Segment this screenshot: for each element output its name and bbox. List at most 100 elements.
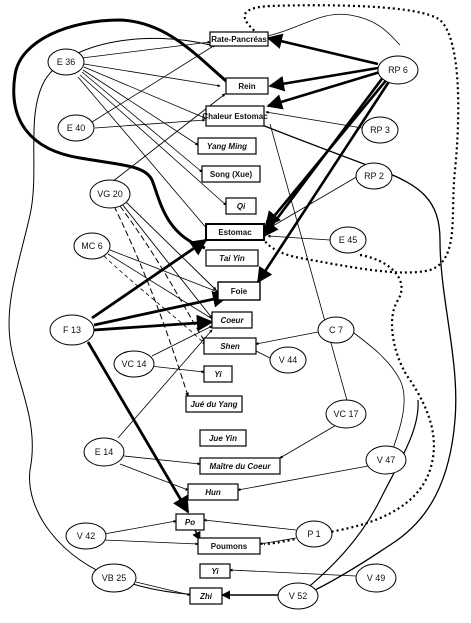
node-vc14-label: VC 14 [121,359,146,369]
e36-to-rate [81,40,211,59]
box-jue-du-yang-label: Jué du Yang [190,400,237,409]
thin-curve-v47 [349,329,405,458]
box-maitre-du-coeur-label: Maître du Coeur [210,462,272,471]
box-tai-yin-label: Tai Yin [219,254,245,263]
node-mc6: MC 6 [73,232,111,260]
box-poumons: Poumons [197,537,261,555]
e36-arrows [77,40,227,231]
box-maitre-du-coeur: Maître du Coeur [199,457,281,475]
node-v44-label: V 44 [279,355,298,365]
node-v49-label: V 49 [367,573,386,583]
e40-to-rate [91,44,216,123]
p1-to-po [203,518,297,531]
vc17-to-maitre [279,423,339,459]
p1-arrows [203,518,297,546]
rp6-to-estomac-2 [264,77,390,228]
point-nodes: E 36 E 40 RP 6 RP 3 RP 2 VG 20 MC 6 E 4 [47,48,419,610]
node-v47: V 47 [365,445,407,475]
heavy-loop-left [12,18,233,250]
box-foie-label: Foie [231,287,248,296]
node-v52: V 52 [277,582,319,610]
node-e40: E 40 [57,114,95,142]
node-p1-label: P 1 [307,529,320,539]
f13-to-foie [93,290,230,327]
vg20-to-coeur [121,203,213,319]
node-rp6-label: RP 6 [388,65,408,75]
node-vc14: VC 14 [113,350,155,378]
node-rp3-label: RP 3 [370,125,390,135]
node-rp3: RP 3 [361,116,399,144]
node-e45: E 45 [329,226,367,254]
organ-boxes: Rate-Pancréas Rein Chaleur Estomac Yang … [175,31,281,605]
mc6-arrows [107,249,219,321]
box-po-label: Po [185,518,195,527]
box-chaleur-estomac-label: Chaleur Estomac [202,112,268,121]
rp2-to-estomac [265,175,359,231]
node-vg20-label: VG 20 [97,189,123,199]
node-v49: V 49 [355,563,397,593]
node-e14: E 14 [83,437,125,467]
node-v52-label: V 52 [289,591,308,601]
box-zhi: Zhi [189,587,223,605]
box-tai-yin: Tai Yin [205,249,259,267]
rp6-to-rein [268,66,379,92]
box-shen: Shen [203,337,257,355]
vb25-to-zhi [135,581,191,596]
node-v47-label: V 47 [377,455,396,465]
node-vb25: VB 25 [91,563,137,593]
rp3-to-chaleur [265,110,363,129]
box-yi-top-label: Yi [214,370,222,379]
box-jue-du-yang: Jué du Yang [185,395,243,413]
node-e40-label: E 40 [67,123,86,133]
box-shen-label: Shen [220,342,240,351]
c7-to-shen [255,331,319,346]
node-p1: P 1 [295,520,333,548]
box-jue-yin: Jue Yin [199,429,247,447]
mc6-to-shen-dashed [103,255,206,345]
box-estomac-label: Estomac [218,228,252,237]
vc14-arrows [149,325,213,374]
box-rate-pancreas: Rate-Pancréas [209,31,269,47]
box-rein: Rein [225,77,269,95]
node-vc17: VC 17 [325,399,367,429]
box-qi: Qi [225,197,257,215]
curve-v52 [299,399,419,595]
node-e45-label: E 45 [339,235,358,245]
box-yang-ming: Yang Ming [197,137,257,155]
e45-to-estomac [267,234,331,241]
e14-arrows [117,329,213,491]
rp6-to-rate [266,33,379,66]
box-chaleur-estomac: Chaleur Estomac [202,105,268,127]
node-f13: F 13 [49,314,95,346]
node-e14-label: E 14 [95,447,114,457]
vc14-to-coeur [151,325,213,357]
e14-to-hun [119,463,189,491]
box-rein-label: Rein [238,82,255,91]
rp-thin [265,110,363,231]
thin-curve-top-right [261,13,401,46]
vg20-to-foie [125,201,217,291]
box-qi-label: Qi [237,202,246,211]
node-vg20: VG 20 [89,179,131,209]
dotted-loop-bottom [263,253,435,546]
node-mc6-label: MC 6 [81,241,103,251]
node-vc17-label: VC 17 [333,409,358,419]
rp6-to-foie [256,79,392,284]
box-estomac: Estomac [205,223,265,241]
f13-to-coeur [93,314,214,332]
box-jue-yin-label: Jue Yin [209,434,237,443]
mc6-to-foie [109,249,219,293]
vg20-to-jue-dashed [113,205,189,397]
box-song-xue-label: Song (Xue) [210,170,253,179]
vg20-to-shen-dashed [119,205,206,343]
dotted-loop-top [243,4,460,274]
thin-loop-left [8,37,226,596]
vc17-up [269,123,349,405]
e36-to-song [81,71,203,173]
node-e36: E 36 [47,48,85,76]
node-c7: C 7 [317,316,355,344]
node-c7-label: C 7 [329,325,343,335]
box-coeur-label: Coeur [220,316,244,325]
vc14-to-yi [149,365,205,374]
